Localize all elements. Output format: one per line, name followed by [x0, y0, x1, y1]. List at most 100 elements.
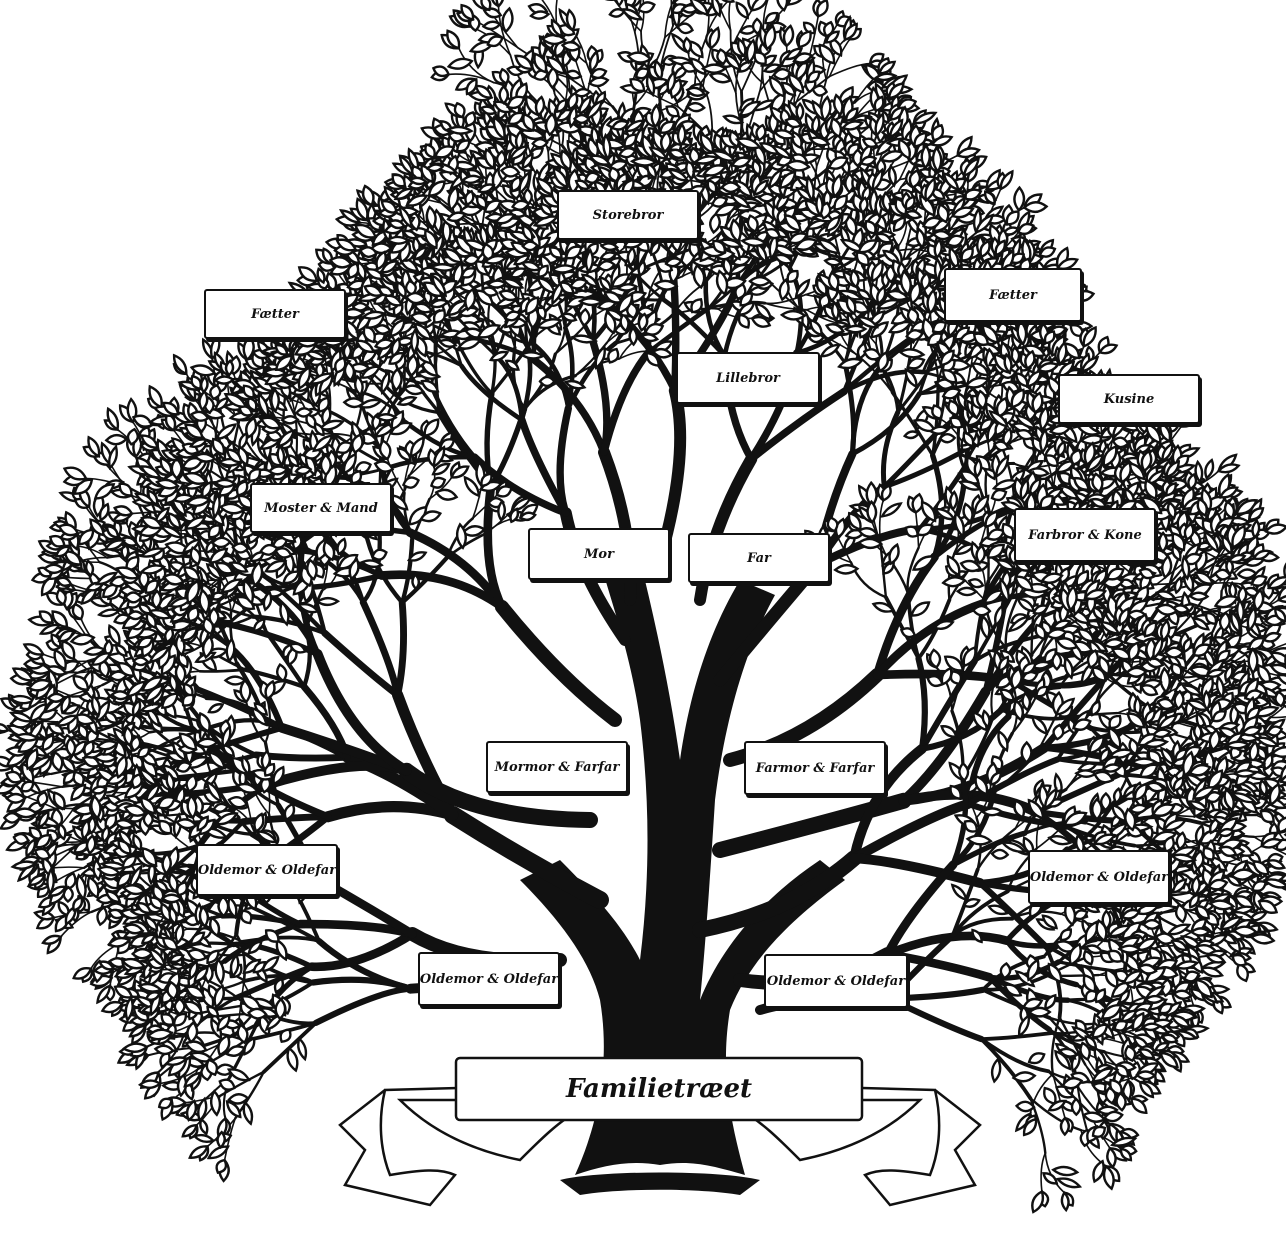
leaf: [85, 834, 97, 855]
branch: [497, 5, 512, 56]
branch: [217, 619, 321, 657]
leaf: [12, 832, 30, 845]
branch: [198, 668, 247, 673]
branch: [1029, 1097, 1083, 1132]
branch: [361, 522, 382, 605]
branch: [35, 807, 75, 815]
leaf: [104, 433, 129, 446]
leaf: [315, 596, 341, 607]
leaf: [107, 624, 121, 647]
branch: [321, 629, 402, 699]
branch: [428, 476, 453, 500]
leaf: [181, 693, 195, 707]
branch: [692, 850, 863, 938]
branch: [247, 773, 270, 815]
leaf: [371, 548, 388, 561]
leaf: [409, 436, 425, 458]
tree-trunk: [520, 560, 845, 1175]
branch: [1076, 1085, 1111, 1125]
branch: [849, 853, 985, 888]
branch: [963, 779, 978, 819]
branch: [758, 270, 799, 309]
branch: [264, 697, 271, 744]
branch: [470, 453, 570, 517]
branch: [955, 512, 976, 549]
branch: [735, 60, 743, 95]
branch: [965, 756, 1061, 807]
branch: [341, 751, 459, 821]
branch: [992, 751, 1039, 794]
branch: [881, 451, 962, 490]
leaf: [235, 480, 249, 497]
branch: [370, 378, 407, 424]
leaf: [280, 415, 300, 425]
leaf: [231, 542, 250, 554]
leaf: [247, 468, 262, 482]
leaf: [497, 499, 506, 523]
leaf: [510, 199, 531, 211]
branch: [1014, 795, 1037, 830]
branch: [1029, 1097, 1047, 1155]
branch: [828, 62, 871, 78]
branch: [990, 669, 1001, 719]
leaf: [596, 260, 616, 272]
branch: [1050, 1016, 1061, 1076]
leaf: [207, 703, 225, 714]
branch: [916, 598, 952, 661]
leaf: [207, 524, 222, 539]
branch: [878, 499, 885, 544]
branch: [747, 387, 848, 463]
branch: [640, 0, 645, 32]
branch: [398, 762, 598, 828]
branch: [63, 544, 108, 559]
leaf: [619, 312, 630, 333]
leaf: [276, 663, 288, 683]
leaf: [97, 608, 122, 618]
leaf: [550, 264, 578, 274]
branch: [1035, 807, 1046, 850]
branch: [1011, 694, 1038, 735]
branch: [898, 686, 991, 806]
leaf: [537, 264, 549, 278]
branch: [1004, 599, 1018, 649]
leaf: [130, 772, 143, 790]
branch: [614, 295, 650, 345]
branch: [226, 643, 285, 731]
branch: [192, 810, 254, 836]
leaf: [209, 383, 222, 401]
leaf: [709, 212, 721, 235]
leaf: [242, 384, 255, 399]
leaf: [375, 413, 398, 422]
branch: [1023, 820, 1087, 835]
branch: [394, 599, 407, 699]
leaf: [185, 773, 198, 793]
leaf: [217, 894, 230, 918]
branch: [984, 599, 1007, 649]
branch: [1278, 796, 1286, 800]
leaf: [607, 347, 620, 364]
branch: [245, 700, 267, 744]
leaf: [737, 313, 751, 329]
leaf: [36, 790, 49, 808]
branch: [1036, 823, 1066, 850]
leaf: [519, 351, 546, 360]
leaf: [690, 298, 703, 314]
leaf: [69, 633, 96, 646]
branch: [459, 363, 525, 423]
branch: [494, 599, 622, 727]
leaf: [214, 957, 225, 986]
branch: [377, 570, 507, 612]
leaf: [126, 427, 139, 446]
leaf: [577, 297, 605, 307]
branch: [915, 655, 928, 752]
branch: [400, 555, 449, 605]
branch: [532, 342, 571, 411]
branch: [157, 1035, 185, 1074]
leaf: [350, 470, 363, 485]
leaf: [174, 922, 185, 945]
leaf: [538, 375, 556, 388]
branch: [563, 65, 569, 102]
branch: [1269, 715, 1286, 719]
branch: [365, 536, 405, 605]
